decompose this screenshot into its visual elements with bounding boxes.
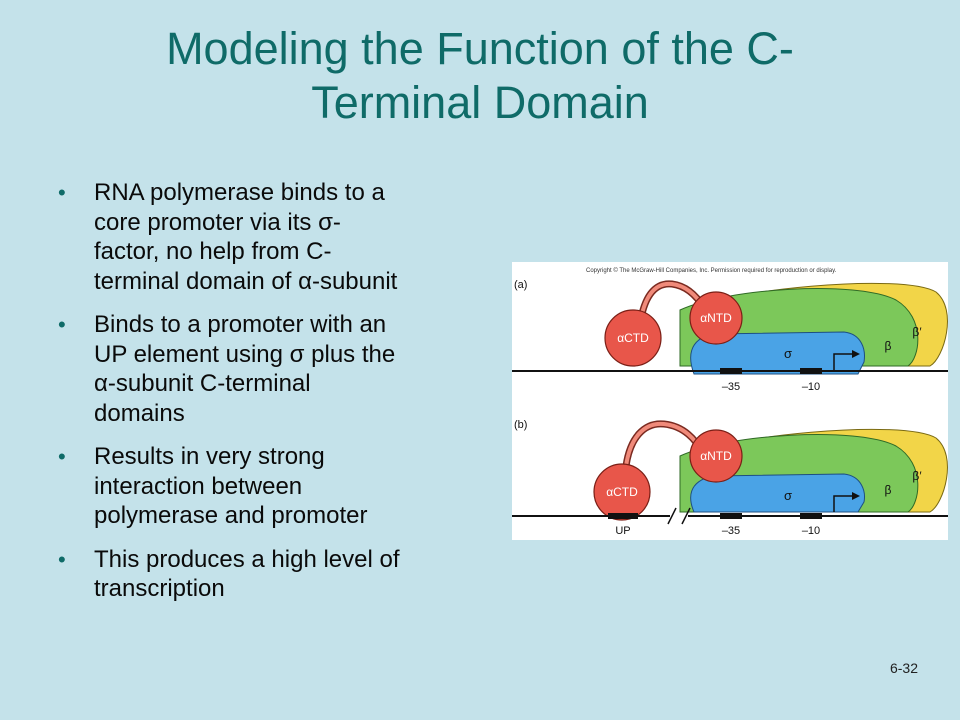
- transcription-start-arrow: [833, 353, 854, 370]
- minus10-box: [800, 513, 822, 519]
- bullet-item: • Binds to a promoter with an UP element…: [58, 311, 396, 427]
- bullet-list: • RNA polymerase binds to a core promote…: [58, 178, 506, 618]
- beta-label: β: [885, 483, 892, 497]
- copyright-notice: Copyright © The McGraw-Hill Companies, I…: [586, 267, 837, 274]
- sigma-label: σ: [784, 488, 792, 503]
- alpha-ntd: [689, 291, 743, 345]
- minus35-label: –35: [722, 381, 740, 393]
- beta-prime-label: β′: [912, 325, 922, 339]
- alpha-ctd-label: αCTD: [606, 485, 638, 499]
- bullet-icon: •: [58, 444, 66, 469]
- bullet-item: • RNA polymerase binds to a core promote…: [58, 179, 398, 295]
- sigma-factor: [690, 331, 865, 375]
- bullet-item: • This produces a high level of transcri…: [58, 545, 400, 603]
- arrow-head: [852, 492, 860, 500]
- rna-polymerase-figure: Copyright © The McGraw-Hill Companies, I…: [512, 262, 948, 540]
- up-element-box: [608, 513, 638, 519]
- dna-break-mark: [681, 507, 691, 525]
- panel-b-label: (b): [514, 419, 527, 431]
- bullet-item: • Results in very strong interaction bet…: [58, 443, 368, 529]
- alpha-ntd: [689, 429, 743, 483]
- bullet-icon: •: [58, 546, 66, 572]
- transcription-start-arrow: [833, 495, 854, 512]
- up-label: UP: [615, 525, 630, 537]
- panel-a-label: (a): [514, 279, 527, 291]
- beta-label: β: [885, 339, 892, 353]
- minus10-label: –10: [802, 525, 820, 537]
- title-line-2: Terminal Domain: [311, 77, 649, 128]
- beta-prime-label: β′: [912, 469, 922, 483]
- bullet-icon: •: [58, 312, 66, 337]
- minus10-box: [800, 368, 822, 374]
- minus10-label: –10: [802, 381, 820, 393]
- minus35-box: [720, 368, 742, 374]
- alpha-ctd-label: αCTD: [617, 331, 649, 345]
- alpha-ctd: [593, 463, 651, 521]
- slide-number: 6-32: [889, 660, 918, 676]
- dna-break-mark: [667, 507, 677, 525]
- title-line-1: Modeling the Function of the C-: [166, 23, 794, 74]
- alpha-ntd-label: αNTD: [700, 311, 732, 325]
- bullet-icon: •: [58, 180, 66, 205]
- sigma-factor: [690, 473, 865, 513]
- panel-b: (b) αCTD αNTD σ β β′ UP –35 –10: [512, 419, 948, 537]
- alpha-ntd-label: αNTD: [700, 449, 732, 463]
- slide-title: Modeling the Function of the C- Terminal…: [0, 22, 960, 130]
- minus35-label: –35: [722, 525, 740, 537]
- arrow-head: [852, 350, 860, 358]
- alpha-ctd: [604, 309, 662, 367]
- sigma-label: σ: [784, 346, 792, 361]
- panel-a: (a) αCTD αNTD σ β β′ –35: [512, 279, 948, 393]
- minus35-box: [720, 513, 742, 519]
